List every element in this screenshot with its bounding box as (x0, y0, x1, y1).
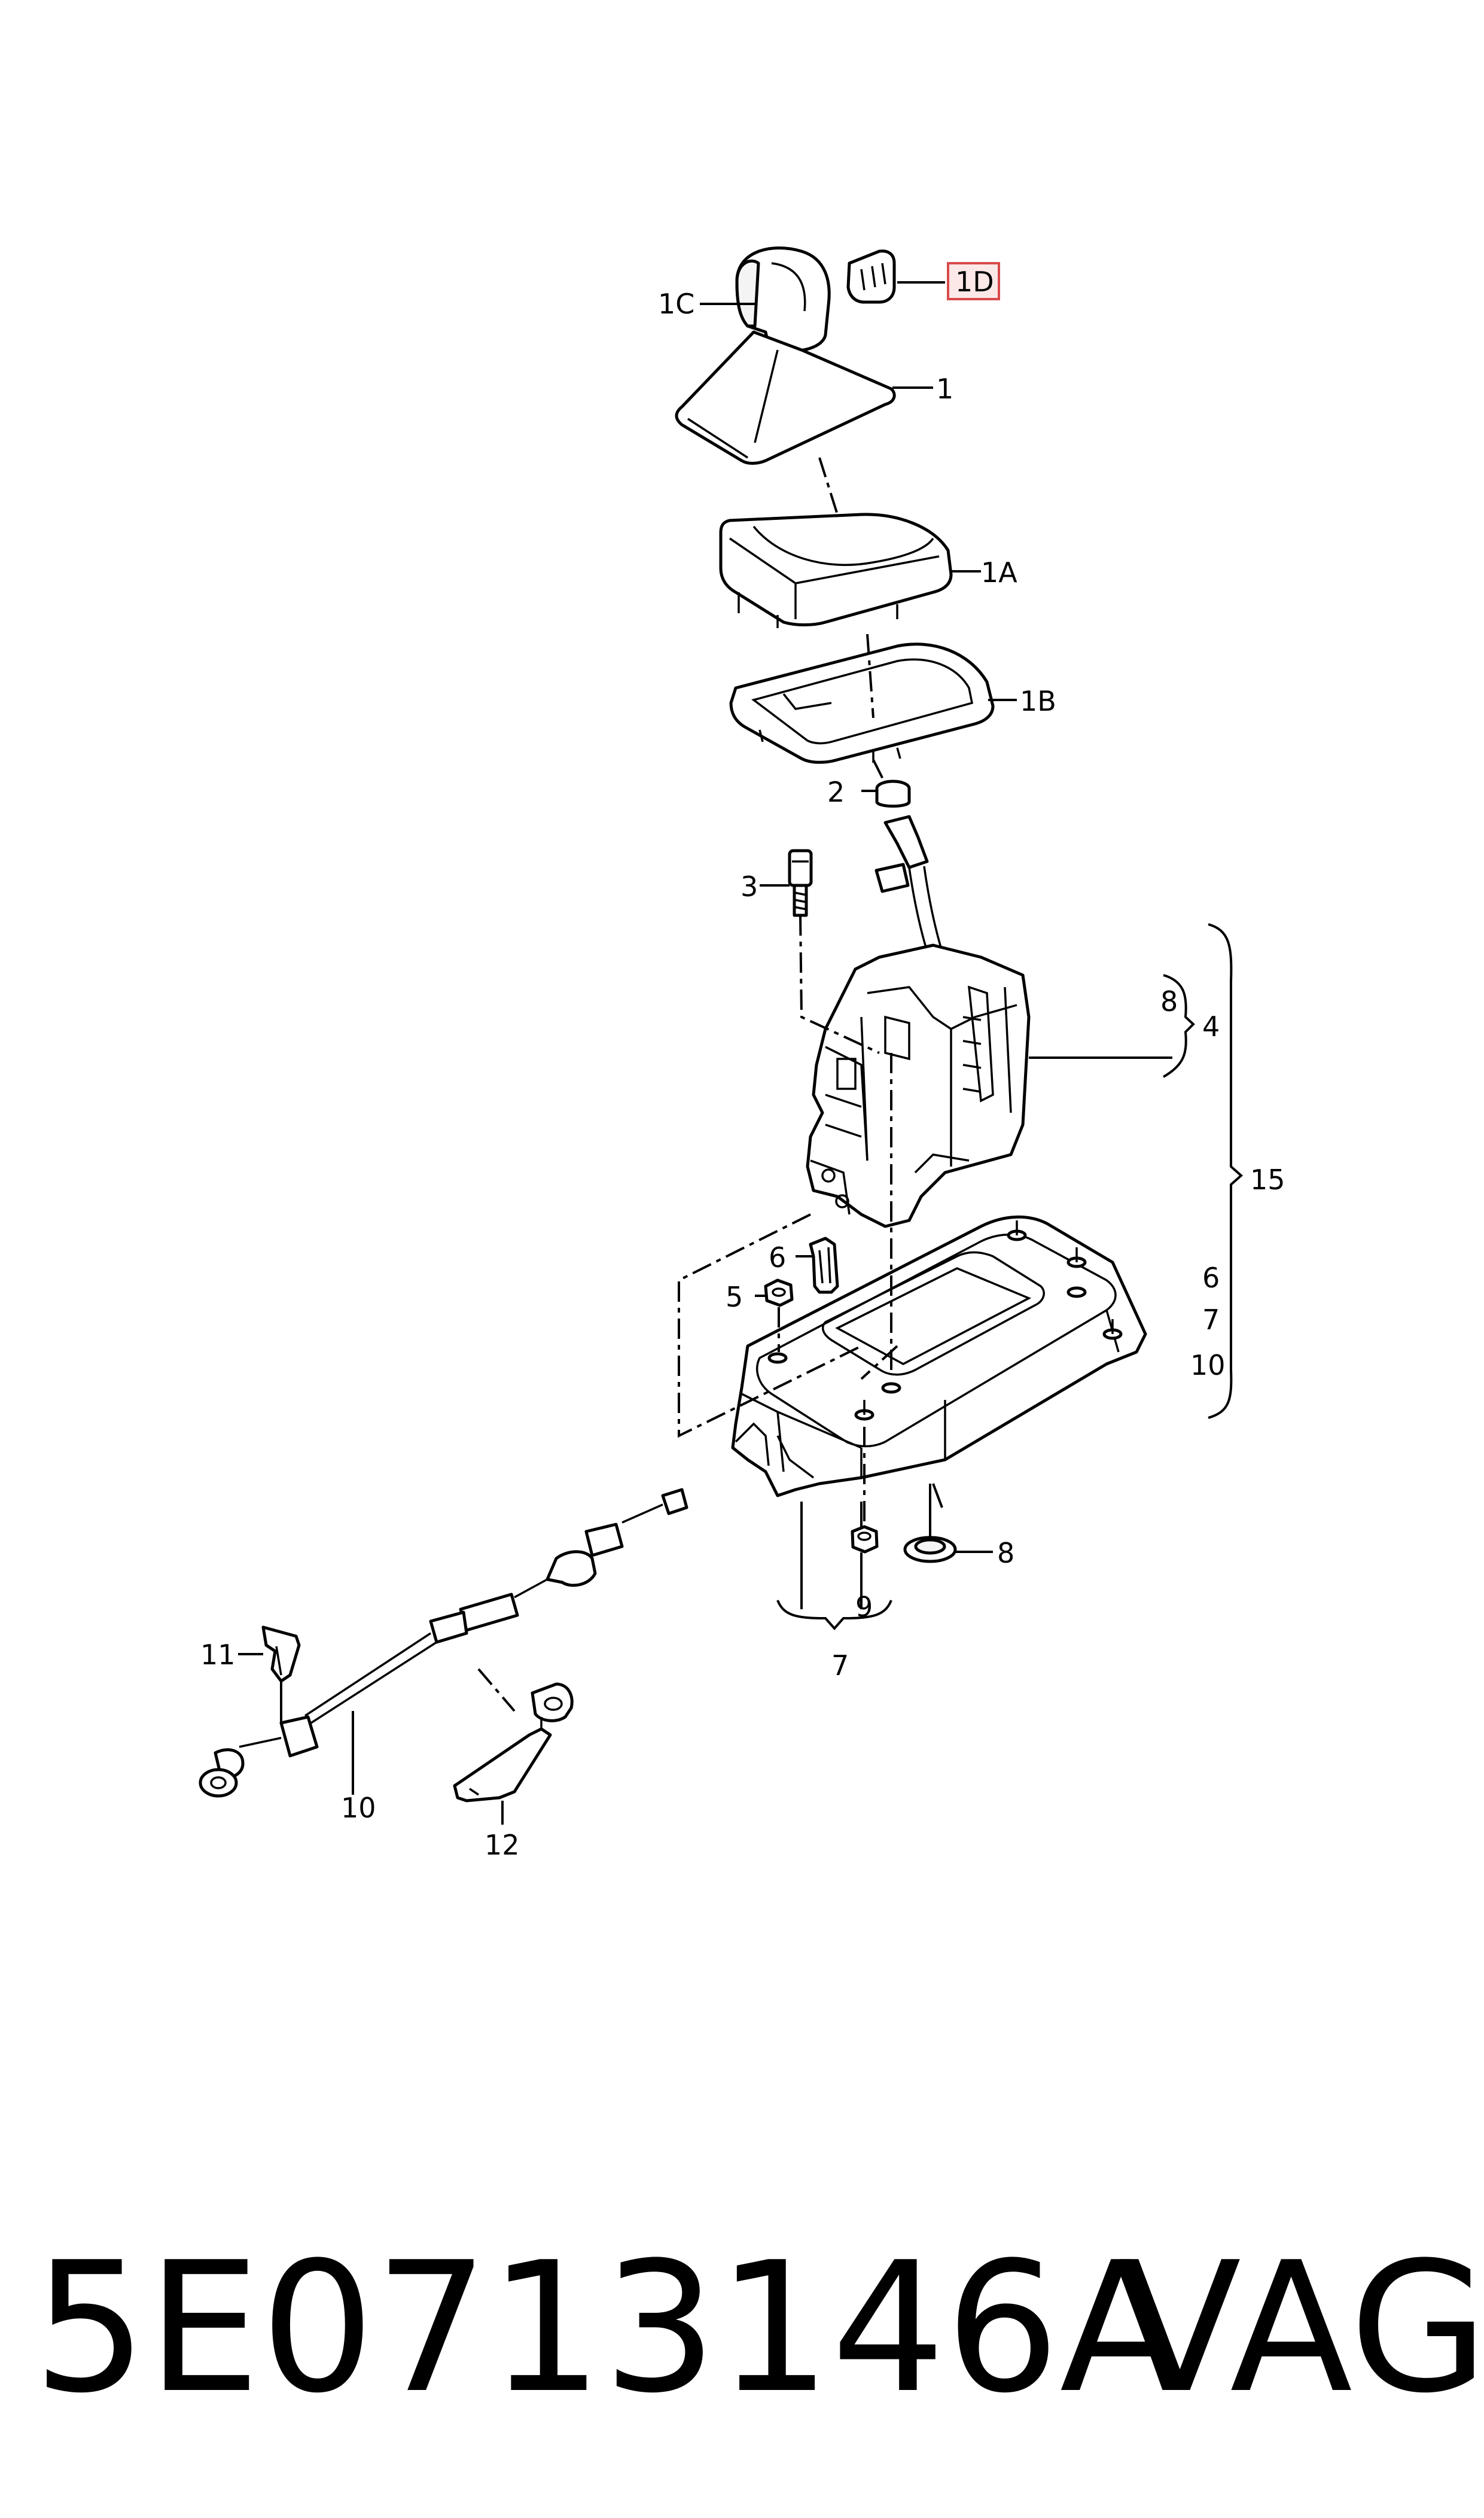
bracket-braces (1163, 923, 1244, 1419)
callout-1B: 1B (1020, 685, 1056, 717)
callout-3: 3 (741, 870, 758, 903)
studs (767, 1220, 1123, 1421)
callout-10-right: 10 (1190, 1349, 1226, 1381)
callout-8-lower: 8 (997, 1537, 1014, 1569)
assembly-lines (477, 457, 898, 1712)
bracket-part-12 (453, 1682, 574, 1803)
brand-name: VAG (1119, 2224, 1484, 2432)
callout-11: 11 (200, 1639, 236, 1671)
callout-1A: 1A (981, 556, 1017, 589)
highlight-box-1D (947, 262, 1000, 300)
selector-cable (199, 1488, 688, 1798)
callout-7-lower: 7 (831, 1649, 849, 1682)
callout-15: 15 (1250, 1164, 1285, 1196)
callout-1D: 1D (955, 266, 994, 298)
clip-part-6 (809, 1237, 839, 1294)
callout-6-left: 6 (769, 1241, 786, 1274)
gear-boot-part (675, 330, 896, 465)
bolt-part (788, 849, 813, 917)
bushing-part (875, 780, 911, 808)
brace-7 (776, 1600, 892, 1631)
selector-connector (874, 815, 949, 1024)
callout-1: 1 (936, 373, 953, 405)
gear-knob-part (735, 246, 831, 352)
callout-2: 2 (827, 776, 845, 808)
part-number: 5E0713146A (33, 2224, 1183, 2432)
callout-10-lower: 10 (341, 1792, 376, 1824)
grommet-part-8 (903, 1536, 957, 1563)
base-housing (731, 1215, 1147, 1497)
nut-part-5 (764, 1278, 794, 1307)
callout-1C: 1C (658, 288, 694, 320)
callout-4: 4 (1202, 1010, 1220, 1043)
callout-8-upper: 8 (1160, 985, 1178, 1018)
callout-5: 5 (726, 1281, 743, 1313)
callout-12: 12 (484, 1829, 520, 1861)
nut-part-9 (851, 1525, 879, 1554)
callout-labels: 1C 1D 1 1A 1B 2 3 8 4 15 6 7 10 6 5 8 9 … (200, 266, 1285, 1861)
shift-pattern-insert (846, 249, 896, 304)
leader-lines (238, 281, 1172, 1825)
cover-part (719, 513, 953, 628)
retaining-clip-part-11 (261, 1625, 301, 1683)
selector-mechanism-housing (806, 943, 1031, 1228)
frame-part (729, 643, 995, 764)
callout-6-right: 6 (1202, 1262, 1220, 1294)
callout-7-right: 7 (1202, 1304, 1220, 1336)
